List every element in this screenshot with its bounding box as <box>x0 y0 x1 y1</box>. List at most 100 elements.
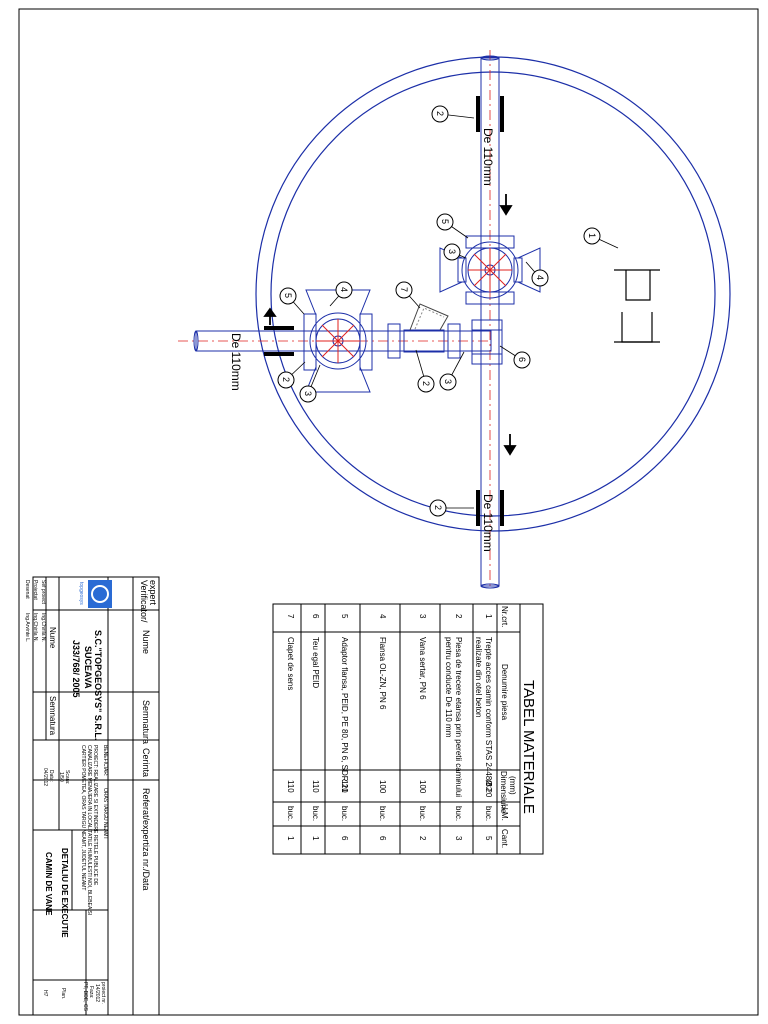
project-line-3: CARTIER POMETEA, ORAS TARGU NEAMT, JUDET… <box>80 745 86 890</box>
check-valve <box>387 303 461 359</box>
pipe-label-branch: De 110mm <box>229 333 243 391</box>
row-name: Vana sertar, PN 6 <box>418 637 427 700</box>
pipe-label-bottom: De 110mm <box>481 494 495 552</box>
callout-label: 1 <box>587 233 597 238</box>
row-nr: 7 <box>286 614 295 619</box>
chamber-inner-wall <box>270 71 716 517</box>
callout-5: 5 <box>279 287 305 315</box>
access-ladder <box>614 269 660 343</box>
row-qty: 6 <box>378 836 387 841</box>
callout-4: 4 <box>525 261 549 287</box>
scale-value: 1/50 <box>58 772 64 782</box>
row-dim: 110 <box>340 780 349 793</box>
materials-rows: 1 Trepte acces camin conform STAS 2448/82… <box>286 614 493 841</box>
row-um: buc. <box>286 806 295 821</box>
row-nr: 4 <box>378 614 387 619</box>
row-nr: 3 <box>418 614 427 619</box>
verif-name: Nume <box>141 630 151 654</box>
header-dim-2: (mm) <box>508 776 517 795</box>
callout-3: 3 <box>443 243 467 261</box>
callout-label: 2 <box>281 377 291 382</box>
drawing-title-1: DETALIU DE EXECUTIE <box>60 848 69 938</box>
row-qty: 6 <box>340 836 349 841</box>
callout-1: 1 <box>583 227 619 249</box>
verif-signature: Semnatura <box>141 700 151 744</box>
people-name: Ing.Chirila N. <box>32 613 38 642</box>
callout-5: 5 <box>436 213 469 239</box>
row-name: Trepte acces camin conform STAS 2448/82 <box>484 637 493 792</box>
beneficiary-label: BENEFICIAR: <box>102 745 108 776</box>
callout-label: 2 <box>421 381 431 386</box>
header-nr: Nr.crt. <box>500 606 509 627</box>
row-dim: 110 <box>311 780 320 793</box>
callout-label: 3 <box>443 379 453 384</box>
callout-6: 6 <box>499 345 531 369</box>
people-header-signature: Semnatura <box>48 696 57 736</box>
proj-label: proiect nr. <box>100 982 106 1004</box>
callout-label: 2 <box>435 111 445 116</box>
row-nr: 5 <box>340 614 349 619</box>
date-value: 04/2012 <box>42 768 48 786</box>
verif-role-2: expert <box>148 580 158 606</box>
callout-7: 7 <box>395 281 421 309</box>
sheet-frame <box>18 8 759 1016</box>
row-um: buc. <box>340 806 349 821</box>
row-name: Flansa OL-ZN, PN 6 <box>378 637 387 710</box>
flow-arrows <box>263 194 517 456</box>
people-role: Desenat <box>24 580 30 599</box>
pipe-end-left <box>193 330 199 352</box>
callout-3: 3 <box>439 351 465 391</box>
row-dim: 100 <box>378 780 387 794</box>
callout-2: 2 <box>429 499 474 517</box>
callout-4: 4 <box>329 281 353 307</box>
row-name: realizate din otel beton <box>474 637 483 718</box>
sheet-label: Plan. <box>60 988 66 999</box>
row-qty: 2 <box>418 836 427 841</box>
verif-req: Cerinta <box>141 748 151 777</box>
callout-label: 5 <box>440 219 450 224</box>
branch-pipe <box>195 330 492 352</box>
materials-table: TABEL MATERIALE Nr.crt. Denumire piesa D… <box>272 603 544 855</box>
verif-role-1: Verificator/ <box>139 580 149 623</box>
row-name: Piesa de trecere etansa prin peretii cam… <box>454 637 463 797</box>
proj-no: 14/2012 <box>94 984 100 1002</box>
row-qty: 1 <box>311 836 320 841</box>
main-pipe <box>480 57 500 587</box>
left-gate-valve <box>303 289 373 393</box>
row-qty: 3 <box>454 836 463 841</box>
row-name: pentru conducte De 110 mm <box>444 637 453 738</box>
date-label: Data: <box>48 770 54 782</box>
row-um: buc. <box>454 806 463 821</box>
logo-text: topgeosys <box>78 582 84 605</box>
header-dim-1: Dimensiune <box>499 771 508 814</box>
callout-label: 6 <box>517 357 527 362</box>
company-name: S.C."TOPGEOSYS" S.R.L. <box>93 630 103 740</box>
row-nr: 6 <box>311 614 320 619</box>
sheet-no: H7 <box>42 990 48 997</box>
header-um: U.M. <box>500 804 509 821</box>
header-name: Denumire piesa <box>500 664 509 721</box>
scale-label: Scara: <box>64 770 70 784</box>
callout-label: 3 <box>303 391 313 396</box>
tee-fitting <box>471 319 503 365</box>
row-nr: 2 <box>454 614 463 619</box>
callout-3: 3 <box>299 364 321 403</box>
project-line-2: CANALIZARE MENAJERA IN LOCALITATILE HUMU… <box>86 745 92 915</box>
row-name: Adaptor flansa, PEID, PE 80, PN 6, SDR 2… <box>340 637 349 793</box>
row-um: buc. <box>378 806 387 821</box>
row-dim: 110 <box>286 780 295 793</box>
row-um: buc. <box>418 806 427 821</box>
people-role: Sef proiect <box>40 580 46 605</box>
row-qty: 5 <box>484 836 493 841</box>
